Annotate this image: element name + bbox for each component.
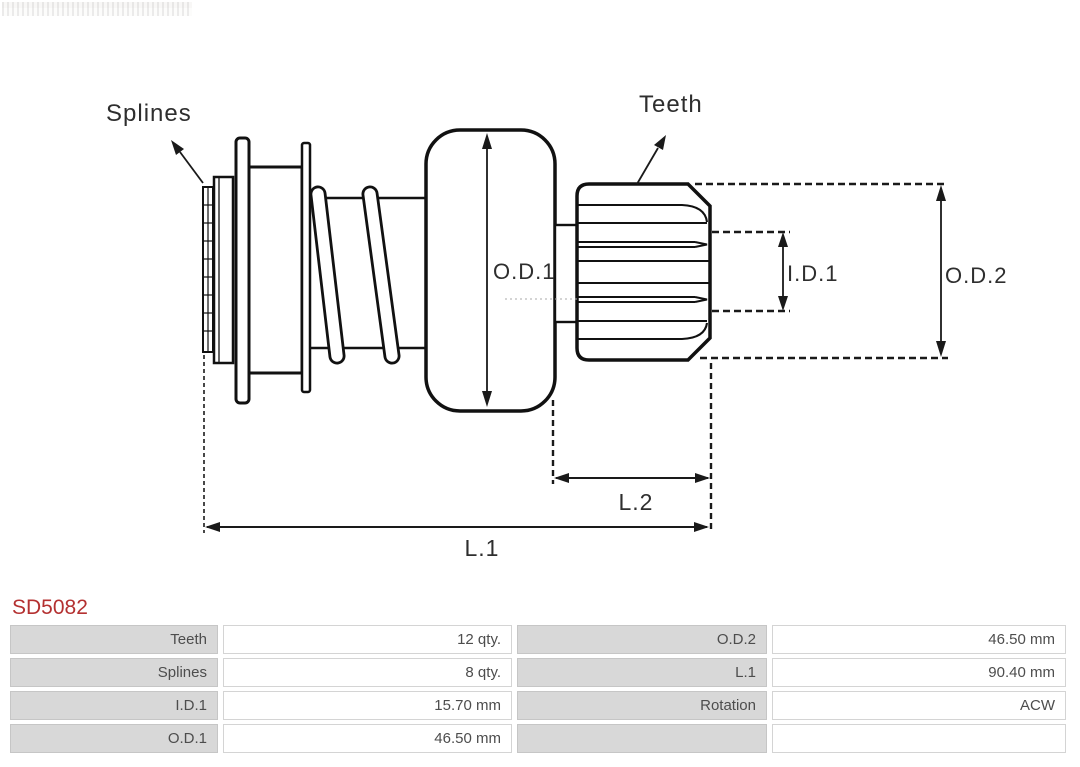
spec-value-row1-c2_value: 46.50 mm — [772, 625, 1066, 654]
l1-label: L.1 — [464, 535, 500, 561]
spec-value-row2-c2_value: 90.40 mm — [772, 658, 1066, 687]
flange-disc-1 — [234, 136, 251, 405]
spec-label-row1-c1_label: Teeth — [10, 625, 218, 654]
splines-leader-line — [179, 151, 204, 184]
spec-label-row3-c2_label: Rotation — [517, 691, 767, 720]
spec-label-row4-c2_label — [517, 724, 767, 753]
drawing-svg — [171, 128, 948, 533]
spec-label-row3-c1_label: I.D.1 — [10, 691, 218, 720]
spec-label-row1-c2_label: O.D.2 — [517, 625, 767, 654]
spline-ticks — [203, 204, 213, 332]
spec-value-row1-c1_value: 12 qty. — [223, 625, 512, 654]
pinion-gear — [575, 182, 712, 362]
spring-coils — [309, 185, 401, 365]
id1-label: I.D.1 — [787, 261, 839, 286]
collar-ring — [212, 175, 235, 365]
l2-label: L.2 — [618, 489, 654, 515]
spec-label-row4-c1_label: O.D.1 — [10, 724, 218, 753]
pinion-teeth-lines — [577, 203, 710, 341]
od1-label: O.D.1 — [493, 259, 556, 284]
part-number: SD5082 — [12, 596, 88, 619]
spec-value-row4-c2_value — [772, 724, 1066, 753]
spec-value-row2-c1_value: 8 qty. — [223, 658, 512, 687]
teeth-leader-line — [636, 147, 659, 185]
spec-value-row3-c2_value: ACW — [772, 691, 1066, 720]
od2-label: O.D.2 — [945, 263, 1008, 288]
teeth-label: Teeth — [639, 91, 703, 118]
spec-label-row2-c1_label: Splines — [10, 658, 218, 687]
flange-disc-2 — [300, 141, 312, 394]
starter-drive-diagram: Splines Teeth O.D.1 I.D.1 O.D.2 L.2 L.1 — [106, 91, 1008, 561]
pinion-step — [553, 223, 580, 324]
spec-label-row2-c2_label: L.1 — [517, 658, 767, 687]
spec-value-row3-c1_value: 15.70 mm — [223, 691, 512, 720]
hub-cylinder — [247, 165, 304, 375]
splines-label: Splines — [106, 100, 192, 127]
watermark — [2, 2, 192, 16]
spec-value-row4-c1_value: 46.50 mm — [223, 724, 512, 753]
